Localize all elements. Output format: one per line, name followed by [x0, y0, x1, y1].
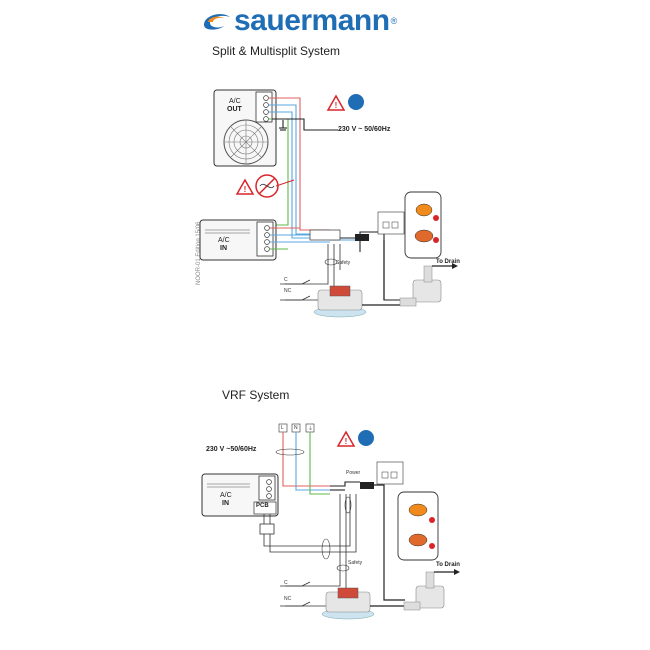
ac-in-label-line1-split: A/C — [218, 237, 230, 244]
to-drain-label-vrf: To Drain — [436, 562, 460, 568]
vrf-supply-wires — [282, 432, 360, 495]
brand-logo: sauermann® — [200, 6, 450, 36]
brand-registered-mark: ® — [390, 16, 398, 26]
svg-text:!: ! — [244, 185, 247, 194]
ac-in-unit-split — [199, 219, 277, 261]
svg-text:!: ! — [335, 101, 338, 110]
alarm-c-label-split: C — [284, 277, 288, 283]
pump-icon — [403, 571, 445, 611]
safety-label-split: Safety — [336, 260, 351, 266]
alarm-nc-label-split: NC — [284, 288, 292, 294]
pcb-label: PCB — [256, 503, 269, 509]
warning-triangle-icon: ! — [336, 430, 356, 447]
to-drain-label-split: To Drain — [436, 259, 460, 265]
voltage-label-vrf: 230 V ~50/60Hz — [206, 446, 257, 453]
vrf-system-title: VRF System — [222, 388, 290, 402]
ac-in-label-line2-split: IN — [220, 245, 227, 252]
svg-text:!: ! — [345, 437, 348, 446]
electrician-icon — [348, 94, 364, 110]
safety-wires-vrf — [280, 494, 347, 607]
pump-label-box-split — [377, 211, 405, 235]
alarm-c-label-vrf: C — [284, 580, 288, 586]
ac-in-label-line2-vrf: IN — [222, 500, 229, 507]
ac-in-label-line1-vrf: A/C — [220, 492, 232, 499]
power-label: Power — [346, 470, 361, 476]
alarm-nc-label-vrf: NC — [284, 596, 292, 602]
ac-in-unit-vrf — [201, 473, 279, 517]
split-system-title: Split & Multisplit System — [212, 44, 341, 58]
pump-panel-split — [404, 191, 442, 259]
brand-name: sauermann — [234, 4, 390, 37]
pcb-wires — [259, 494, 357, 553]
alarm-contacts-split — [280, 279, 311, 301]
warning-triangle-icon: ! — [326, 94, 346, 111]
logo-swirl-icon — [204, 14, 230, 30]
reservoir-split — [313, 285, 367, 318]
cross-out-icon — [255, 174, 279, 198]
safety-connector — [355, 234, 369, 241]
pump-label-box-vrf — [376, 461, 404, 485]
safety-label-vrf: Safety — [348, 560, 363, 566]
connector-block — [309, 229, 341, 241]
line-label-n: N — [294, 425, 298, 431]
pump-icon — [399, 265, 442, 307]
safety-connector-vrf — [360, 482, 374, 489]
electrician-icon — [358, 430, 374, 446]
warning-triangle-icon: ! — [235, 178, 255, 195]
pump-panel-vrf — [397, 491, 439, 561]
line-label-earth: ⏚ — [308, 426, 314, 432]
ac-out-label-line2: OUT — [227, 106, 242, 113]
ac-out-label-line1: A/C — [229, 98, 241, 105]
reservoir-vrf — [321, 587, 375, 620]
voltage-label-split: 230 V ~ 50/60Hz — [338, 126, 391, 133]
ac-out-unit — [213, 89, 277, 167]
line-label-l: L — [281, 425, 284, 431]
